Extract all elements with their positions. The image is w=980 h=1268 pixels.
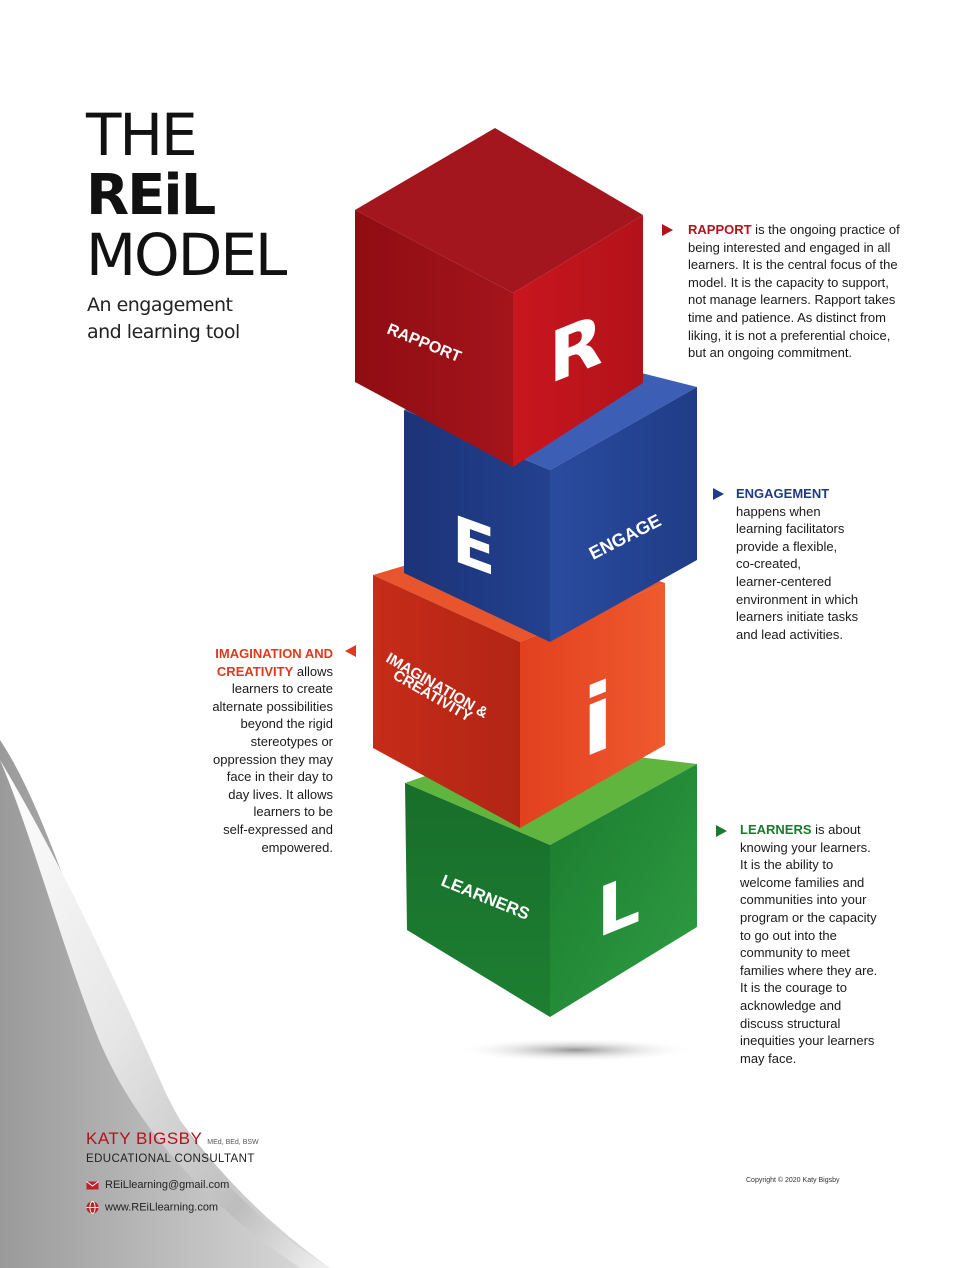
rapport-description-line-8: but an ongoing commitment.	[688, 345, 853, 361]
learners-description-line-8: community to meet	[740, 945, 850, 961]
engagement-description-line-1: happens when	[736, 503, 821, 519]
rapport-description-line-7: liking, it is not a preferential choice,	[688, 327, 891, 343]
cube-learners-left-face	[405, 783, 550, 1017]
email-contact[interactable]: REiLlearning@gmail.com	[86, 1179, 229, 1191]
website-contact[interactable]: www.REiLlearning.com	[86, 1201, 218, 1214]
website-text[interactable]: www.REiLlearning.com	[105, 1201, 219, 1214]
imagination-description-line-12: empowered.	[261, 839, 333, 855]
rapport-description-line-5: not manage learners. Rapport takes	[688, 292, 896, 308]
imagination-description-line-9: day lives. It allows	[228, 786, 333, 802]
imagination-line-2-rest: allows	[293, 663, 333, 679]
rapport-description-line-6: time and patience. As distinct from	[688, 309, 886, 325]
imagination-description-line-4: alternate possibilities	[212, 698, 333, 714]
author-name-block: KATY BIGSBY MEd, BEd, BSW	[86, 1129, 259, 1149]
engagement-description-line-8: and lead activities.	[736, 626, 843, 642]
cube-learners-right-face	[550, 764, 697, 1017]
imagination-description-line-11: self-expressed and	[223, 821, 333, 837]
copyright-notice: Copyright © 2020 Katy Bigsby	[746, 1177, 840, 1184]
learners-description-line-10: It is the courage to	[740, 980, 847, 996]
engagement-description-line-3: provide a flexible,	[736, 538, 838, 554]
imagination-keyword-line-2: CREATIVITY	[216, 663, 294, 679]
author-name: KATY BIGSBY	[86, 1129, 203, 1148]
cube-rapport-left-face	[355, 210, 513, 467]
rapport-description: RAPPORT is the ongoing practice of being…	[688, 221, 900, 362]
cube-engage-right-face	[550, 387, 697, 642]
engagement-description-line-6: environment in which	[736, 591, 859, 607]
subtitle: An engagement and learning tool	[87, 292, 240, 346]
learners-arrow-icon	[716, 825, 727, 837]
rapport-arrow-icon	[662, 224, 673, 236]
imagination-description-line-5: beyond the rigid	[240, 716, 333, 732]
rapport-description-line-1: RAPPORT is the ongoing practice of	[688, 221, 900, 239]
title-line-the: THE	[86, 101, 198, 169]
imagination-description-line-3: learners to create	[231, 681, 333, 697]
rapport-description-line-2: being interested and engaged in all	[688, 239, 891, 255]
cube-engage-left-face	[404, 410, 550, 642]
engagement-arrow-icon	[713, 488, 724, 500]
globe-icon	[86, 1201, 99, 1214]
cube-engage-letter: E	[452, 501, 496, 591]
rapport-description-line-3: learners. It is the central focus of the	[688, 257, 898, 273]
imagination-keyword-line-1: IMAGINATION AND	[215, 646, 333, 661]
learners-keyword: LEARNERS	[740, 822, 812, 837]
rapport-keyword: RAPPORT	[688, 222, 752, 237]
email-text[interactable]: REiLlearning@gmail.com	[105, 1179, 230, 1191]
learners-description-line-5: communities into your	[740, 892, 867, 908]
imagination-description-line-2: CREATIVITY allows	[196, 663, 333, 681]
learners-description-line-7: to go out into the	[740, 927, 837, 943]
title-line-reil: REiL	[86, 163, 216, 228]
cube-rapport-right-face	[513, 215, 643, 467]
imagination-arrow-icon	[345, 645, 356, 657]
cube-learners-letter: L	[597, 857, 640, 954]
engagement-description: ENGAGEMENT happens when learning facilit…	[736, 485, 858, 643]
cube-imagination-letter: i	[582, 660, 614, 780]
rapport-description-line-4: model. It is the capacity to support,	[688, 274, 889, 290]
cube-imagination-right-face	[520, 583, 665, 828]
learners-description-line-2: knowing your learners.	[740, 839, 871, 855]
engagement-description-line-2: learning facilitators	[736, 521, 845, 537]
engagement-description-line-4: co-created,	[736, 556, 802, 572]
learners-description-line-3: It is the ability to	[740, 857, 834, 873]
engagement-description-line-7: learners initiate tasks	[736, 609, 859, 625]
author-credentials: MEd, BEd, BSW	[207, 1139, 259, 1146]
subtitle-line-2: and learning tool	[87, 321, 240, 343]
learners-description-line-4: welcome families and	[740, 874, 865, 890]
engagement-description-line-5: learner-centered	[736, 573, 832, 589]
envelope-icon	[86, 1180, 99, 1190]
learners-description: LEARNERS is about knowing your learners.…	[740, 821, 877, 1067]
rapport-line-1-rest: is the ongoing practice of	[751, 222, 900, 237]
imagination-description-line-6: stereotypes or	[250, 733, 333, 749]
cube-rapport: RAPPORT R	[355, 128, 643, 467]
cube-imagination-left-face	[373, 575, 520, 828]
learners-description-line-13: inequities your learners	[740, 1033, 875, 1049]
learners-line-1-rest: is about	[811, 822, 861, 837]
learners-description-line-11: acknowledge and	[740, 997, 842, 1013]
learners-description-line-9: families where they are.	[740, 962, 878, 978]
learners-description-line-14: may face.	[740, 1050, 797, 1066]
learners-description-line-12: discuss structural	[740, 1015, 841, 1031]
learners-description-line-1: LEARNERS is about	[740, 821, 877, 839]
imagination-description-line-10: learners to be	[253, 804, 334, 820]
imagination-description-line-7: oppression they may	[213, 751, 333, 767]
imagination-description: IMAGINATION AND CREATIVITY allows learne…	[196, 645, 333, 856]
title-line-model: MODEL	[86, 221, 287, 289]
cube-rapport-top	[355, 128, 643, 293]
engagement-keyword: ENGAGEMENT	[736, 486, 830, 501]
author-role: EDUCATIONAL CONSULTANT	[86, 1153, 255, 1165]
imagination-description-line-8: face in their day to	[226, 769, 333, 785]
subtitle-line-1: An engagement	[87, 294, 233, 316]
learners-description-line-6: program or the capacity	[740, 909, 877, 925]
